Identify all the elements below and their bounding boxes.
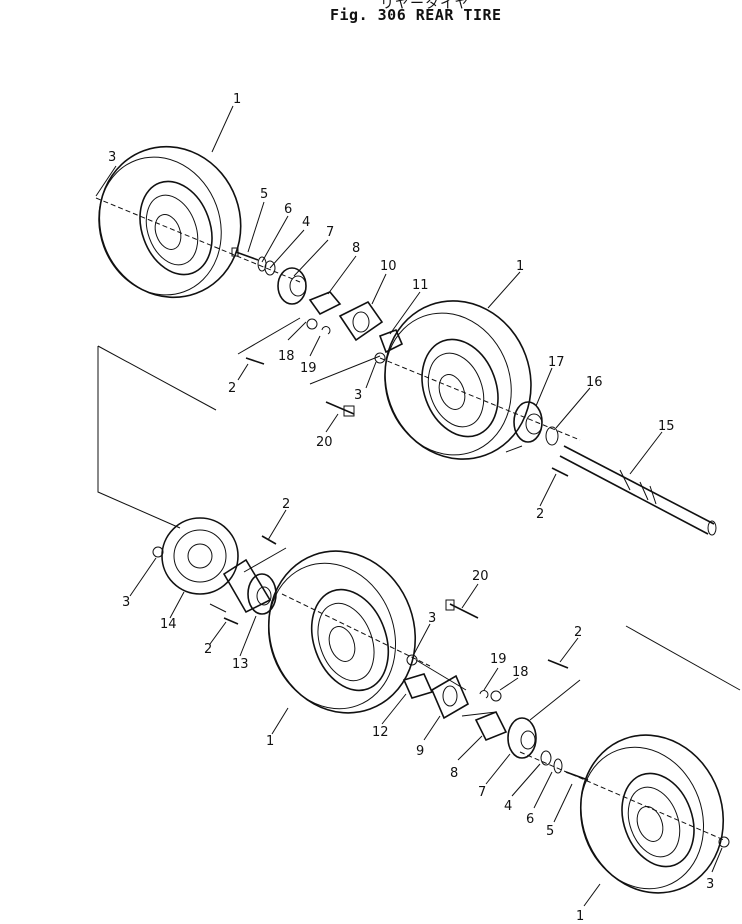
- hub-parts-upper: [231, 247, 717, 536]
- callout-20b: 20: [472, 569, 489, 584]
- callout-11: 11: [412, 278, 429, 293]
- callout-3d: 3: [428, 611, 436, 626]
- callout-6: 6: [284, 202, 292, 217]
- assembly-axis-lines: [95, 197, 725, 841]
- callout-5: 5: [260, 187, 268, 202]
- callout-2e: 2: [574, 625, 582, 640]
- tire-lower-left: [267, 550, 417, 714]
- callout-19b: 19: [490, 652, 507, 667]
- callout-2c: 2: [282, 497, 290, 512]
- callout-14: 14: [160, 617, 177, 632]
- callout-2: 2: [228, 381, 236, 396]
- callout-3c: 3: [122, 595, 130, 610]
- frame-outline-lines: [97, 345, 741, 691]
- callout-8: 8: [352, 241, 360, 256]
- callout-7: 7: [326, 225, 334, 240]
- callout-18: 18: [278, 349, 295, 364]
- callout-1b: 1: [516, 259, 524, 274]
- callout-12: 12: [372, 725, 389, 740]
- tire-upper-left: [98, 145, 242, 299]
- callout-3b: 3: [354, 388, 362, 403]
- callout-10: 10: [380, 259, 397, 274]
- callout-20: 20: [316, 435, 333, 450]
- callout-16: 16: [586, 375, 603, 390]
- callout-3e: 3: [706, 877, 714, 892]
- callout-8b: 8: [450, 766, 458, 781]
- callout-4b: 4: [504, 799, 512, 814]
- callout-7b: 7: [478, 785, 486, 800]
- callout-6b: 6: [526, 812, 534, 827]
- figure-header: リヤータイヤ Fig. 306 REAR TIRE: [0, 0, 742, 30]
- hub-parts-lower: [152, 517, 730, 848]
- callout-1c: 1: [266, 734, 274, 749]
- callout-labels: 1 3 5 6 4 7 8 10 11 1 18 19 2 3 20 17 16…: [108, 92, 714, 924]
- callout-13: 13: [232, 657, 249, 672]
- tire-lower-right: [579, 734, 725, 894]
- callout-17: 17: [548, 355, 565, 370]
- callout-1: 1: [233, 92, 241, 107]
- callout-2d: 2: [204, 642, 212, 657]
- tire-upper-right: [384, 300, 532, 460]
- figure-title: Fig. 306 REAR TIRE: [330, 6, 502, 24]
- japanese-title: リヤータイヤ: [380, 0, 470, 12]
- callout-18b: 18: [512, 665, 529, 680]
- callout-19: 19: [300, 361, 317, 376]
- callout-15: 15: [658, 419, 675, 434]
- callout-4: 4: [302, 215, 310, 230]
- callout-5b: 5: [546, 824, 554, 839]
- callout-9: 9: [416, 744, 424, 759]
- leader-lines: [95, 105, 723, 907]
- callout-3: 3: [108, 150, 116, 165]
- callout-1d: 1: [576, 909, 584, 924]
- callout-2b: 2: [536, 507, 544, 522]
